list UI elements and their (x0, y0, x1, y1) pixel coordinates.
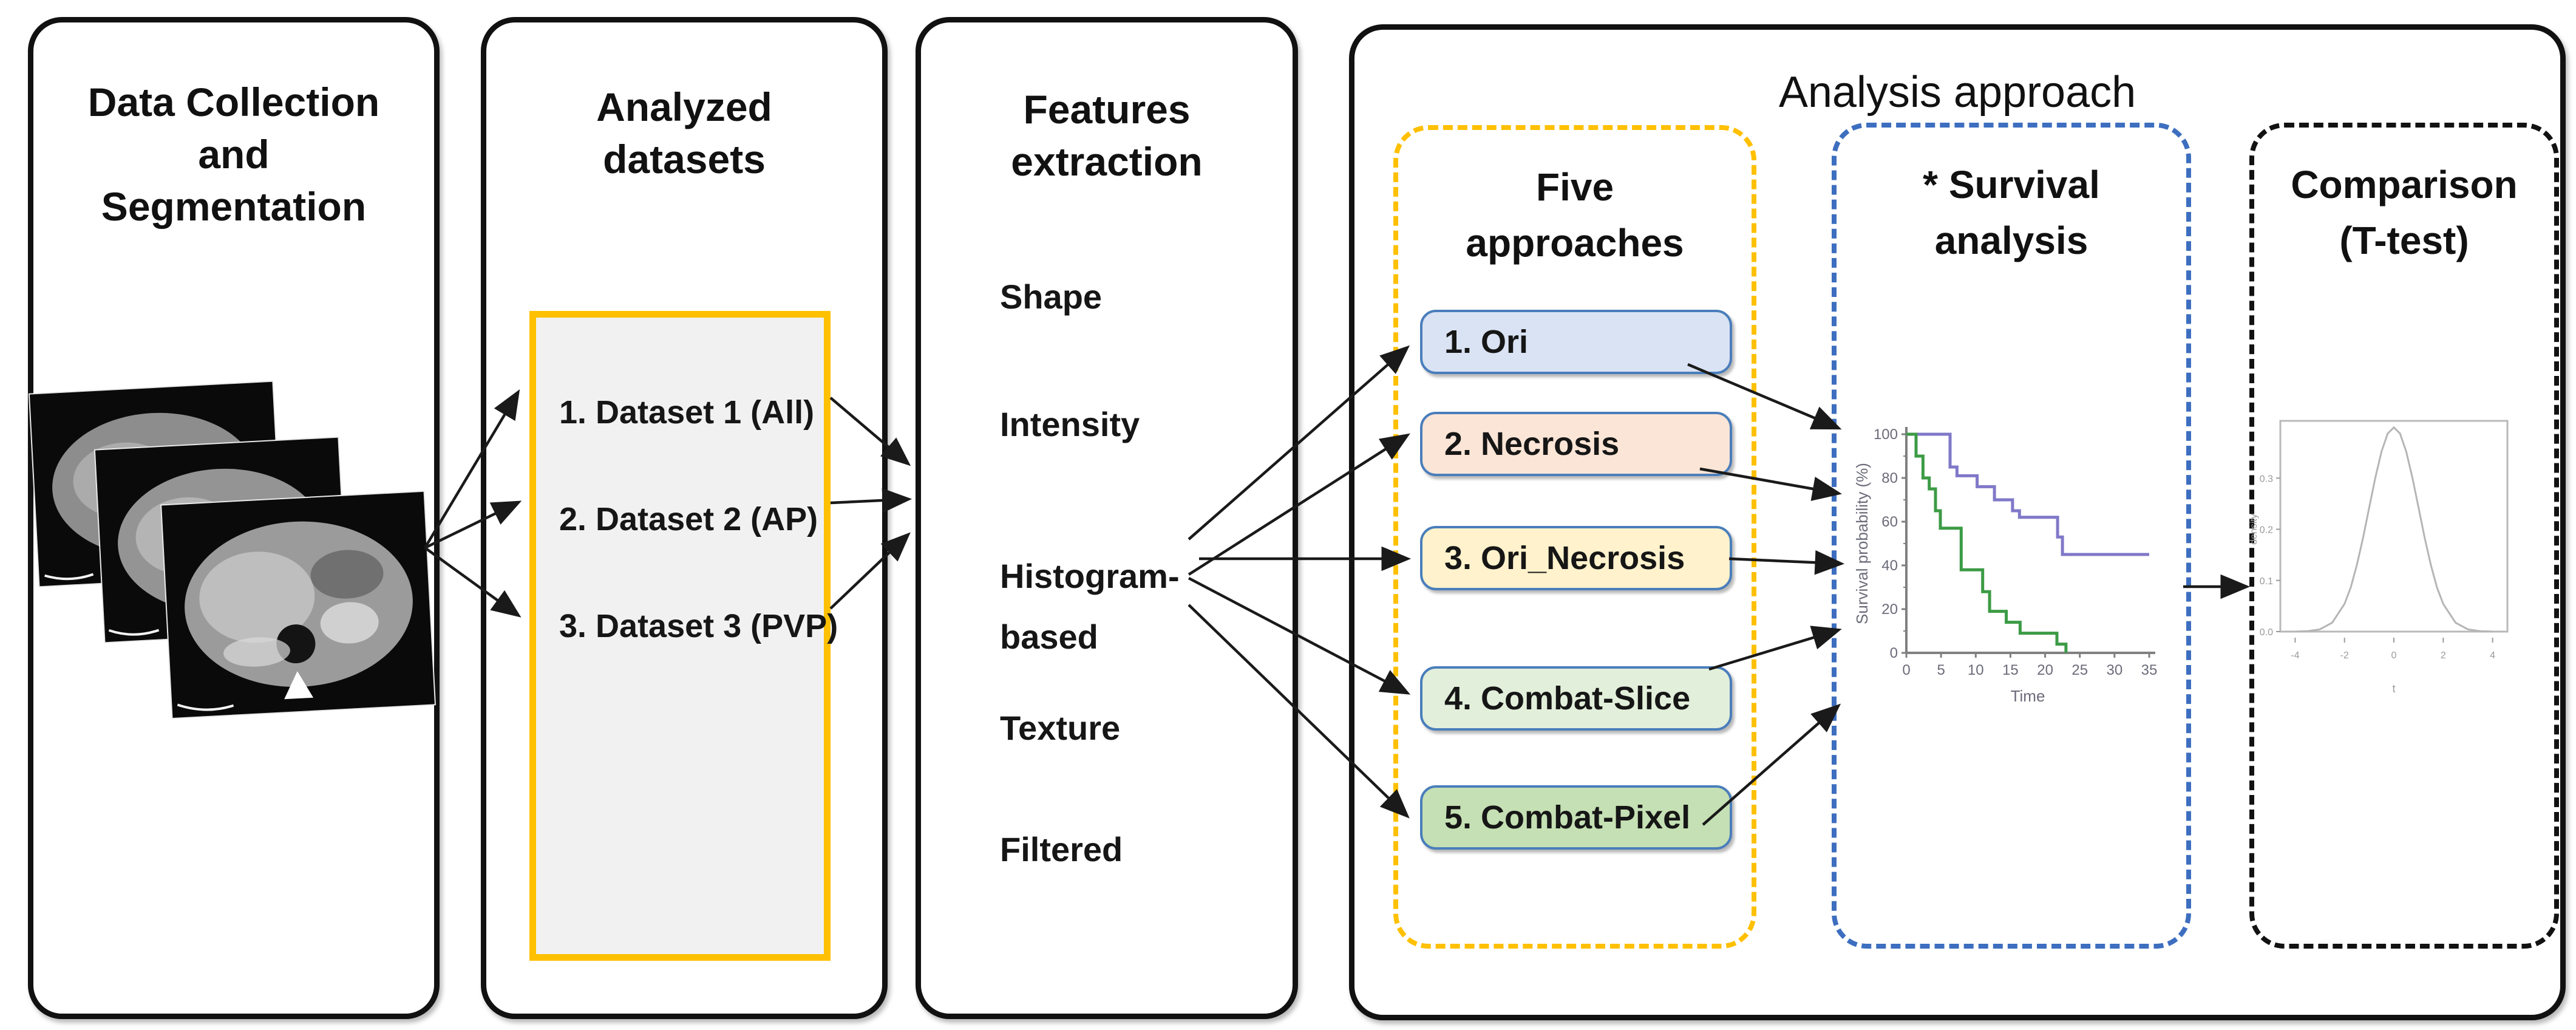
dataset-item-2: 2. Dataset 2 (AP) (559, 501, 818, 537)
title-line: * Survival (1923, 163, 2100, 206)
feature-item-intensity: Intensity (1000, 405, 1140, 443)
title-line: Comparison (2291, 163, 2518, 206)
feature-item-filtered: Filtered (1000, 830, 1123, 868)
dataset-item-3: 3. Dataset 3 (PVP) (559, 608, 838, 644)
feature-item-texture: Texture (1000, 709, 1121, 747)
title-line: analysis (1934, 219, 2088, 262)
title-line: (T-test) (2339, 219, 2469, 262)
panel-data-collection: Data Collection and Segmentation (28, 17, 440, 1019)
five-approaches-group: Five approaches 1. Ori 2. Necrosis 3. Or… (1393, 125, 1756, 949)
approach-box-ori-necrosis: 3. Ori_Necrosis (1420, 526, 1732, 590)
panel-analyzed-datasets-title: Analyzed datasets (486, 81, 882, 185)
comparison-ttest-group: Comparison (T-test) (2249, 123, 2559, 949)
title-line: extraction (1011, 139, 1203, 184)
feature-item-shape: Shape (1000, 278, 1103, 316)
panel-data-collection-title: Data Collection and Segmentation (33, 76, 434, 233)
five-approaches-title: Five approaches (1398, 159, 1752, 271)
title-line: Data Collection (87, 80, 380, 124)
datasets-list-box: 1. Dataset 1 (All) 2. Dataset 2 (AP) 3. … (529, 311, 838, 961)
title-line: approaches (1466, 221, 1684, 265)
panel-analyzed-datasets: Analyzed datasets 1. Dataset 1 (All) 2. … (481, 17, 888, 1019)
comparison-ttest-title: Comparison (T-test) (2254, 157, 2554, 268)
survival-analysis-title: * Survival analysis (1837, 157, 2186, 268)
approach-box-ori: 1. Ori (1420, 310, 1732, 374)
title-line: datasets (603, 137, 766, 182)
approach-box-combat-slice: 4. Combat-Slice (1420, 666, 1732, 731)
title-line: Five (1535, 165, 1614, 209)
feature-item-histogram: Histogram-based (1000, 557, 1180, 656)
panel-features-extraction-title: Features extraction (921, 83, 1293, 188)
title-line: Segmentation (101, 184, 367, 229)
title-line: and (198, 132, 270, 177)
panel-analysis-approach-title: Analysis approach (1778, 68, 2136, 117)
dataset-item-1: 1. Dataset 1 (All) (559, 394, 815, 431)
title-line: Analyzed (596, 84, 772, 129)
panel-features-extraction: Features extraction Shape Intensity Hist… (916, 17, 1298, 1019)
approach-box-combat-pixel: 5. Combat-Pixel (1420, 785, 1732, 850)
approach-box-necrosis: 2. Necrosis (1420, 412, 1732, 476)
survival-analysis-group: * Survival analysis (1832, 123, 2191, 949)
title-line: Features (1023, 87, 1191, 132)
